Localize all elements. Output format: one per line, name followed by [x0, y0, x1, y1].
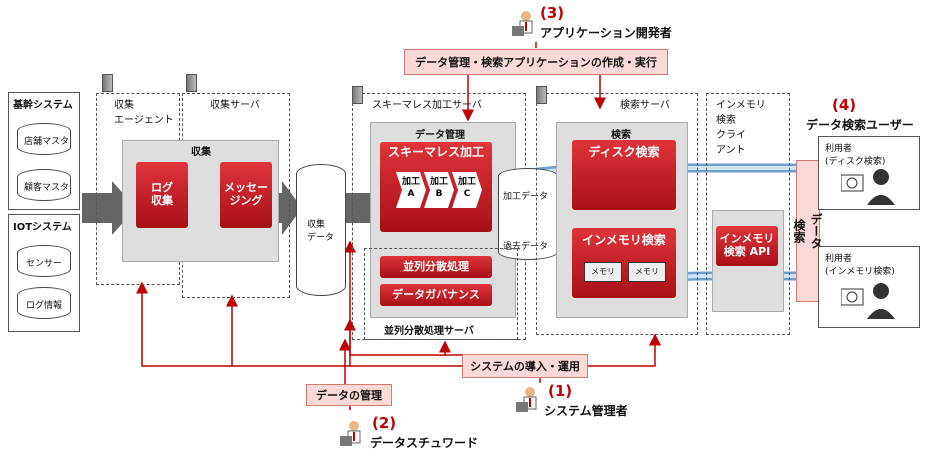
steward-label: データスチュワード: [370, 436, 479, 450]
sys-admin-number: (1): [548, 382, 573, 400]
app-developer-number: (3): [540, 4, 565, 22]
iot-system-box: IOTシステム センサー ログ情報: [8, 214, 80, 332]
log-collect-box: ログ 収集: [136, 162, 188, 228]
core-system-title: 基幹システム: [13, 100, 73, 111]
parallel-server-label: 並列分散処理サーバ: [384, 326, 474, 337]
sensor-db: センサー: [17, 245, 71, 277]
search-server-zone: [536, 93, 698, 335]
inmem-api-box: インメモリ 検索 API: [716, 226, 778, 266]
sys-admin-icon: [516, 386, 540, 412]
user-disk-icon: [841, 169, 895, 205]
processed-data-db: 加工データ 過去データ: [498, 168, 558, 260]
customer-master-db: 顧客マスタ: [17, 169, 71, 201]
data-mgmt-box: データの管理: [306, 384, 392, 406]
memory-chip-2: メモリ: [628, 262, 666, 282]
collected-data-db: 収集 データ: [296, 164, 346, 296]
search-server-label: 検索サーバ: [620, 100, 670, 111]
schemaless-server-icon: [352, 86, 363, 104]
search-users-label: データ検索ユーザー: [806, 118, 914, 132]
user-disk-box: 利用者 (ディスク検索): [818, 136, 920, 210]
agent-server-icon: [102, 74, 113, 92]
app-developer-icon: [512, 10, 536, 36]
parallel-server-zone: [364, 248, 518, 340]
steward-icon: [340, 420, 364, 446]
steward-number: (2): [372, 414, 397, 432]
app-developer-label: アプリケーション開発者: [540, 26, 672, 40]
app-create-box: データ管理・検索アプリケーションの作成・実行: [404, 49, 668, 75]
store-master-db: 店舗マスタ: [17, 123, 71, 155]
governance-box: データガバナンス: [380, 284, 492, 306]
iot-system-title: IOTシステム: [13, 222, 72, 233]
parallel-box: 並列分散処理: [380, 256, 492, 278]
sys-admin-label: システム管理者: [544, 404, 628, 418]
collect-agent-label: 収集 エージェント: [114, 100, 174, 126]
user-mem-box: 利用者 (インメモリ検索): [818, 246, 920, 328]
core-system-box: 基幹システム 店舗マスタ 顧客マスタ: [8, 92, 80, 210]
data-search-bar: データ 検索: [792, 160, 823, 302]
collect-server-label: 収集サーバ: [210, 100, 260, 111]
search-users-number: (4): [832, 96, 857, 114]
memory-chip-1: メモリ: [584, 262, 622, 282]
messaging-box: メッセー ジング: [220, 162, 272, 228]
log-info-db: ログ情報: [17, 287, 71, 319]
inmem-client-zone: [706, 93, 790, 335]
schemaless-server-label: スキーマレス加工サーバ: [372, 100, 482, 111]
collect-server-icon: [186, 74, 197, 92]
inmem-client-label: インメモリ 検索 クライ アント: [716, 100, 766, 156]
user-mem-icon: [841, 283, 895, 319]
disk-search-box: ディスク検索: [572, 140, 676, 210]
search-server-icon: [536, 86, 547, 104]
sys-ops-box: システムの導入・運用: [462, 354, 588, 378]
